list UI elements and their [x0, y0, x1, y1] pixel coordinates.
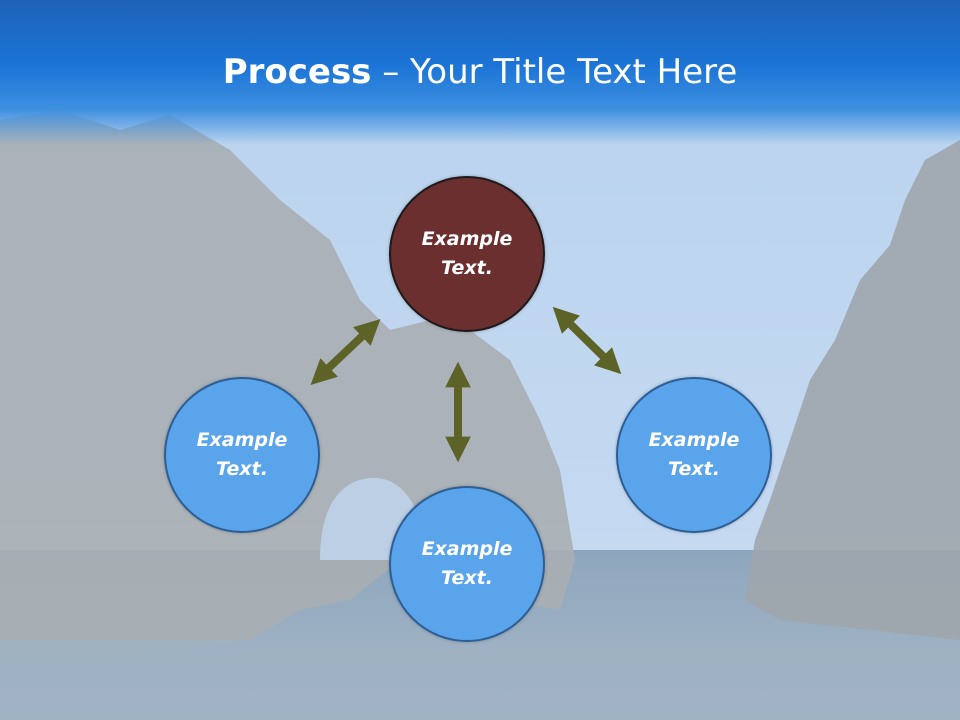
process-node-left: Example Text.	[164, 377, 320, 533]
node-label: Example Text.	[421, 538, 513, 589]
title-rest: – Your Title Text Here	[371, 52, 738, 92]
process-node-right: Example Text.	[616, 377, 772, 533]
title-bold: Process	[222, 52, 372, 92]
process-node-bottom: Example Text.	[389, 486, 545, 642]
node-label: Example Text.	[196, 429, 288, 480]
title-bar	[0, 0, 960, 145]
slide-title: Process – Your Title Text Here	[0, 52, 960, 92]
process-node-top: Example Text.	[389, 176, 545, 332]
node-label: Example Text.	[648, 429, 740, 480]
node-label: Example Text.	[421, 228, 513, 279]
